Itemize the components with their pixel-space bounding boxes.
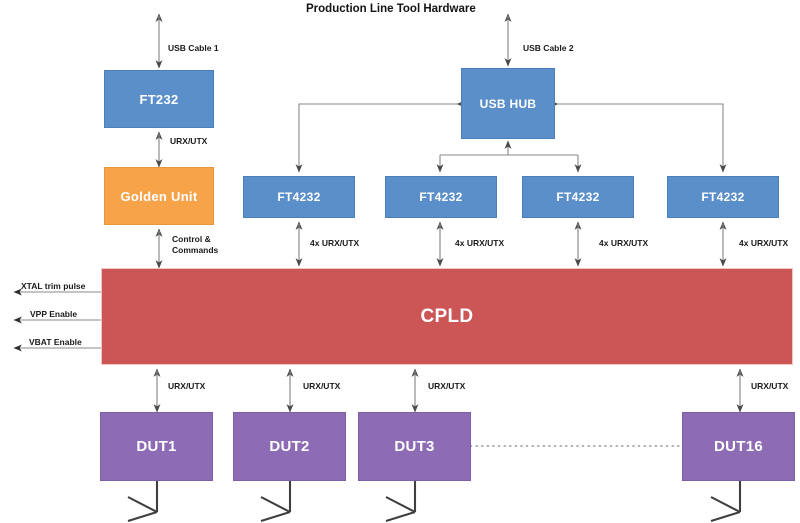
block-dut3[interactable]: DUT3 [358, 412, 471, 481]
antenna-dut16 [710, 481, 742, 523]
block-dut16[interactable]: DUT16 [682, 412, 795, 481]
block-ft4232-2[interactable]: FT4232 [385, 176, 497, 218]
label-ft4232-cpld-1: 4x URX/UTX [310, 238, 360, 248]
antenna-dut3 [385, 481, 417, 523]
label-cpld-dut1: URX/UTX [168, 381, 206, 391]
label-cpld-output-0: XTAL trim pulse [21, 281, 86, 291]
label-cpld-dut2: URX/UTX [303, 381, 341, 391]
label-ft4232-cpld-2: 4x URX/UTX [455, 238, 505, 248]
block-ft4232-1[interactable]: FT4232 [243, 176, 355, 218]
block-usb-hub[interactable]: USB HUB [461, 68, 555, 139]
block-ft232[interactable]: FT232 [104, 70, 214, 128]
block-golden-unit[interactable]: Golden Unit [104, 167, 214, 225]
label-cpld-output-2: VBAT Enable [29, 337, 82, 347]
page-title: Production Line Tool Hardware [306, 3, 476, 15]
block-dut1[interactable]: DUT1 [100, 412, 213, 481]
label-cpld-dut3: URX/UTX [428, 381, 466, 391]
label-usb-cable-2: USB Cable 2 [523, 43, 574, 53]
label-ft232-golden: URX/UTX [170, 136, 208, 146]
block-ft4232-4[interactable]: FT4232 [667, 176, 779, 218]
label-usb-cable-1: USB Cable 1 [168, 43, 219, 53]
label-cpld-output-1: VPP Enable [30, 309, 78, 319]
antenna-dut2 [260, 481, 292, 523]
block-ft4232-3[interactable]: FT4232 [522, 176, 634, 218]
antenna-dut1 [127, 481, 159, 523]
label-ft4232-cpld-4: 4x URX/UTX [739, 238, 789, 248]
block-cpld[interactable]: CPLD [101, 268, 793, 365]
label-golden-cpld: Control & Commands [172, 234, 219, 255]
label-ft4232-cpld-3: 4x URX/UTX [599, 238, 649, 248]
block-dut2[interactable]: DUT2 [233, 412, 346, 481]
label-cpld-dut16: URX/UTX [751, 381, 789, 391]
